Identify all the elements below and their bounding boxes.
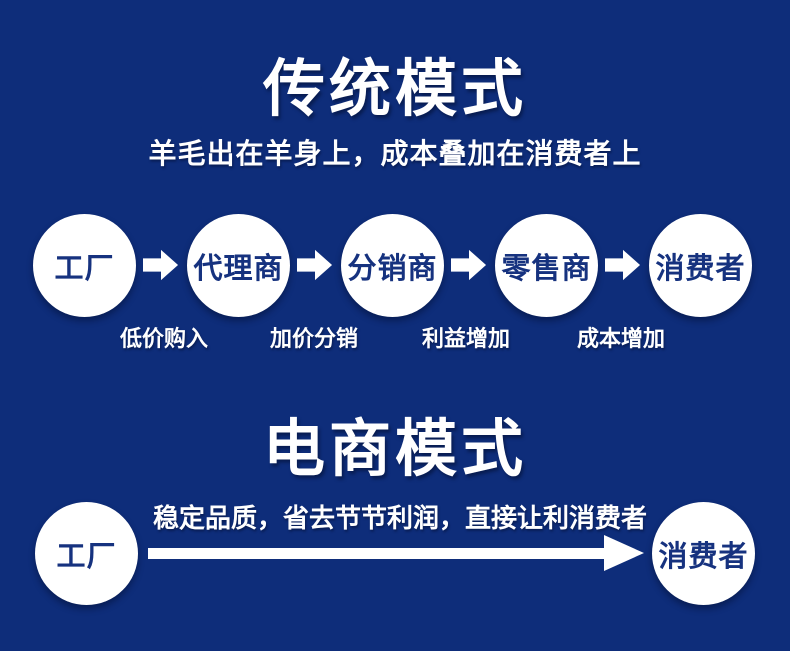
flow-node-label: 代理商 [193, 252, 284, 285]
arrow-right-icon [297, 249, 333, 281]
flow-node-label: 消费者 [655, 252, 746, 285]
flow-node-factory: 工厂 [35, 502, 138, 605]
flow-node-label: 工厂 [56, 540, 117, 573]
flow-node-distributor: 分销商 [341, 214, 444, 317]
flow-node-label: 分销商 [347, 252, 438, 285]
arrow-right-icon [605, 249, 641, 281]
traditional-subtitle: 羊毛出在羊身上，成本叠加在消费者上 [148, 138, 642, 169]
flow-node-label: 工厂 [54, 252, 115, 285]
flow-node-label: 零售商 [501, 252, 592, 285]
ecommerce-title: 电商模式 [262, 415, 527, 484]
arrow-label-markup: 加价分销 [269, 326, 358, 351]
arrow-label-cost-up: 成本增加 [576, 326, 665, 351]
flow-node-factory: 工厂 [33, 214, 136, 317]
ecommerce-arrow-text: 稳定品质，省去节节利润，直接让利消费者 [152, 503, 647, 533]
flow-node-consumer: 消费者 [652, 502, 755, 605]
flow-node-consumer: 消费者 [649, 214, 752, 317]
arrow-label-profit-up: 利益增加 [421, 326, 510, 351]
arrow-right-icon [143, 249, 179, 281]
flow-node-retailer: 零售商 [495, 214, 598, 317]
long-arrow-right-icon [148, 535, 644, 571]
flow-node-agent: 代理商 [187, 214, 290, 317]
arrow-right-icon [451, 249, 487, 281]
traditional-title: 传统模式 [262, 55, 527, 124]
flow-node-label: 消费者 [658, 540, 749, 573]
arrow-label-buy-low: 低价购入 [119, 326, 208, 351]
